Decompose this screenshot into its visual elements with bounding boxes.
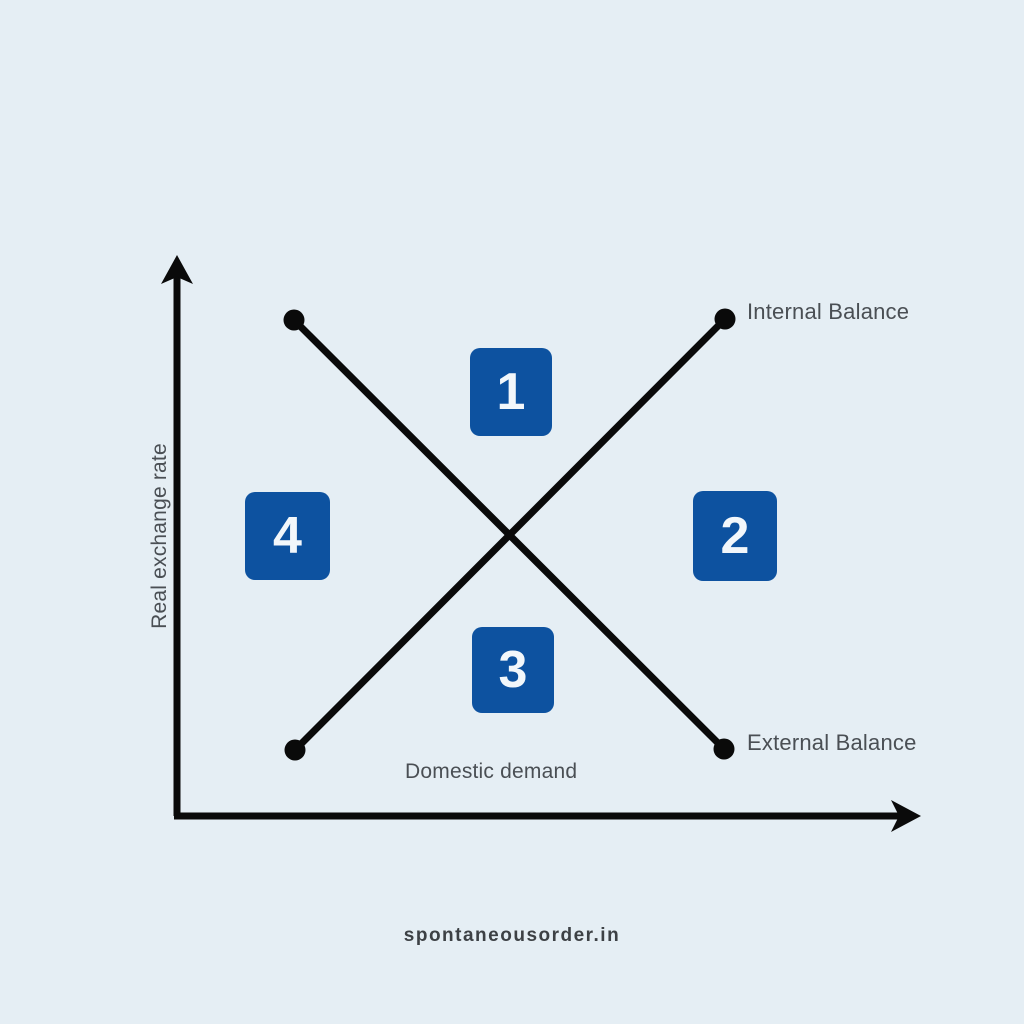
quadrant-badge-2: 2 [693,491,777,581]
x-axis-label: Domestic demand [405,760,578,783]
quadrant-badge-1: 1 [470,348,552,436]
quadrant-badge-4: 4 [245,492,330,580]
quadrant-badge-3: 3 [472,627,554,713]
internal-balance-start-dot [284,739,306,761]
external-balance-start-dot [283,309,305,331]
internal-balance-end-dot [714,308,736,330]
y-axis-arrowhead [161,255,193,284]
y-axis-label: Real exchange rate [148,443,171,629]
x-axis-arrowhead [891,800,921,832]
external-balance-end-dot [713,738,735,760]
external-balance-label: External Balance [747,730,917,755]
internal-balance-line [291,315,729,754]
footer-watermark: spontaneousorder.in [403,925,621,946]
internal-balance-label: Internal Balance [747,299,910,324]
